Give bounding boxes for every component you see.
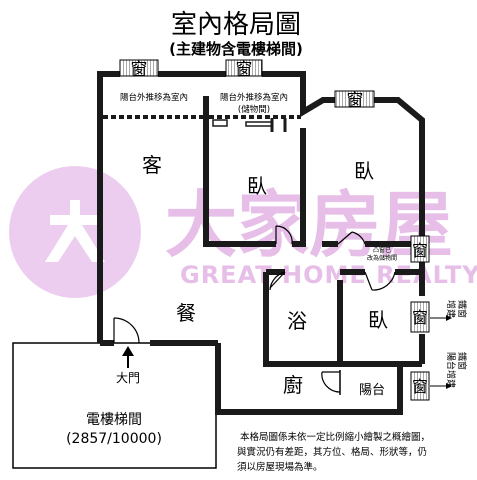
- note-bay-window-line: 改為儲物間: [367, 254, 397, 262]
- elevator-stair-box: [12, 342, 217, 469]
- note-balcony-left: 陽台外推移為室內: [120, 92, 188, 103]
- room-dining: 餐: [176, 301, 196, 325]
- windows: 窗 窗 窗 窗 窗 窗: [119, 59, 430, 401]
- watermark: 大家房屋 GREAT HOME REALTY: [9, 166, 477, 298]
- disclaimer-line: 與實況仍有差距，其方位、格局、形狀等，仍: [237, 446, 427, 458]
- storage-doors: [212, 118, 287, 132]
- entrance-label: 大門: [116, 371, 140, 385]
- window-label: 窗: [412, 377, 428, 396]
- disclaimer-line: 須以房屋現場為準。: [237, 461, 323, 473]
- balcony-iron-arrow: [430, 383, 452, 389]
- disclaimer: 本格局圖係未依一定比例縮小繪製之概繪圖， 與實況仍有差距，其方位、格局、形狀等，…: [237, 431, 430, 473]
- window-right-middle: 窗: [410, 301, 430, 333]
- note-bay-window: 凸窗已 改為儲物間: [367, 246, 397, 262]
- note-iron-window-line: 增建: [445, 300, 457, 318]
- room-bedroom-small: 臥: [368, 308, 388, 332]
- room-kitchen: 廚: [283, 373, 303, 397]
- window-top-right: 窗: [334, 90, 375, 111]
- window-top-middle: 窗: [225, 59, 263, 80]
- page-subtitle: (主建物含電樓梯間): [169, 40, 303, 58]
- walls: [97, 71, 425, 415]
- page-title: 室內格局圖: [171, 10, 301, 40]
- elevator-share: (2857/10000): [66, 431, 162, 447]
- note-iron-window-line: 鐵窗: [456, 300, 468, 318]
- window-right-lower: 窗: [410, 371, 430, 401]
- room-bath: 浴: [287, 309, 307, 333]
- watermark-name: 大家房屋: [165, 183, 453, 267]
- room-bedroom-left: 臥: [247, 174, 267, 198]
- note-balcony-mid-sub: (儲物間): [238, 104, 270, 115]
- note-balcony-mid: 陽台外推移為室內: [220, 92, 288, 103]
- door-swings: [113, 225, 396, 395]
- room-bedroom-right: 臥: [354, 159, 374, 183]
- window-label: 窗: [412, 308, 428, 327]
- window-label: 窗: [412, 241, 428, 260]
- entrance-arrow: [122, 346, 134, 368]
- room-living: 客: [142, 153, 162, 177]
- note-balcony-iron-line: 陽台增建: [445, 352, 457, 388]
- iron-window-arrow: [430, 315, 452, 321]
- window-label: 窗: [347, 91, 364, 111]
- room-balcony: 陽台: [359, 383, 385, 398]
- window-right-upper: 窗: [410, 235, 430, 263]
- note-iron-window: 增建 鐵窗: [445, 300, 468, 318]
- note-balcony-iron-line: 鐵窗: [456, 352, 468, 370]
- note-bay-window-line: 凸窗已: [373, 246, 391, 254]
- elevator-title: 電樓梯間: [86, 412, 142, 428]
- window-top-left: 窗: [119, 59, 159, 80]
- window-label: 窗: [131, 60, 148, 80]
- window-label: 窗: [236, 60, 253, 80]
- watermark-logo-figure: [45, 200, 105, 262]
- disclaimer-line: 本格局圖係未依一定比例縮小繪製之概繪圖，: [240, 431, 430, 443]
- note-balcony-iron: 陽台增建 鐵窗: [445, 352, 468, 388]
- watermark-english: GREAT HOME REALTY: [180, 261, 477, 289]
